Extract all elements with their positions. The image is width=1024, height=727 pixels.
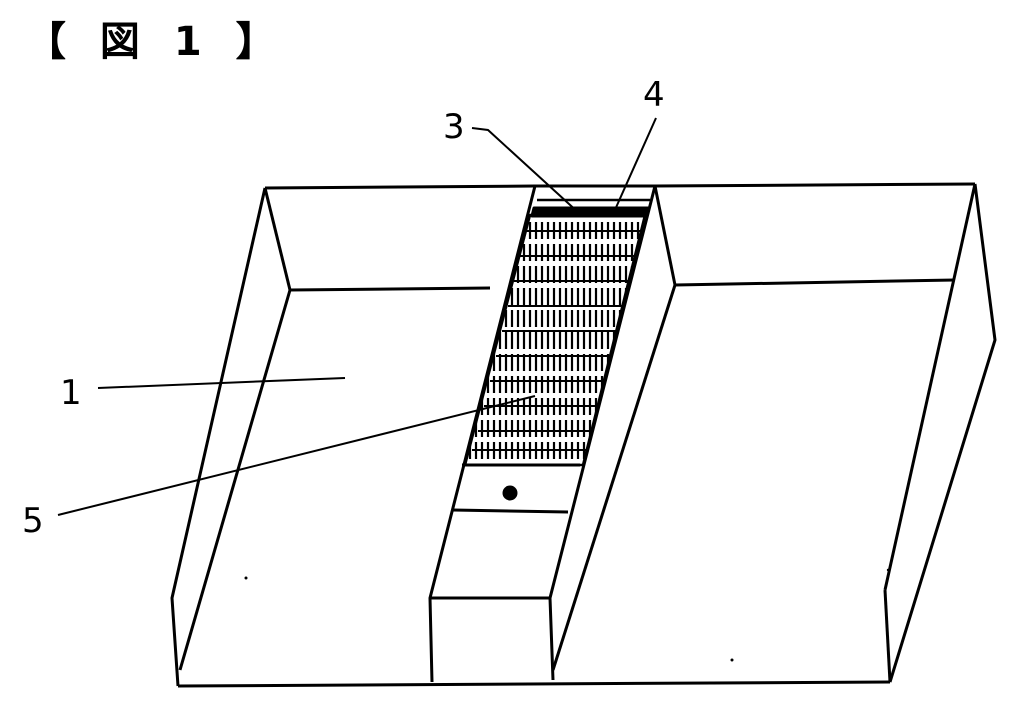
channel-step-line	[452, 508, 569, 514]
left-compartment	[178, 187, 491, 671]
lid-bar	[530, 206, 650, 218]
left-back-corner	[263, 187, 292, 291]
divider-top-edge	[551, 284, 677, 671]
left-floor-side	[178, 289, 292, 671]
leader-1	[97, 377, 346, 389]
back-rim-left	[264, 184, 536, 190]
left-floor-back	[289, 286, 491, 292]
label-3: 3	[443, 107, 465, 147]
right-inner-corner	[883, 183, 977, 591]
leader-4	[613, 117, 657, 213]
drain-hole	[502, 485, 518, 501]
leader-lines	[57, 117, 657, 516]
right-floor-back	[674, 278, 956, 287]
right-back-corner	[653, 185, 677, 286]
label-4: 4	[643, 75, 665, 115]
left-outer-wall	[170, 187, 267, 687]
label-1: 1	[60, 373, 82, 413]
leader-3	[471, 127, 581, 215]
leader-5	[57, 395, 536, 516]
speckles	[244, 568, 890, 662]
front-bottom-edge	[177, 680, 891, 688]
right-outer-wall	[888, 183, 997, 683]
back-rim-right	[654, 182, 976, 188]
grid-mat	[463, 213, 647, 467]
figure-title: 【 図 1 】	[26, 19, 286, 65]
reference-numerals: 1 3 4 5	[22, 75, 665, 541]
label-5: 5	[22, 501, 44, 541]
outer-tray	[170, 182, 997, 688]
right-compartment	[551, 185, 956, 671]
grid-rows	[472, 230, 641, 451]
center-channel	[428, 184, 657, 683]
right-front-post	[883, 589, 892, 683]
